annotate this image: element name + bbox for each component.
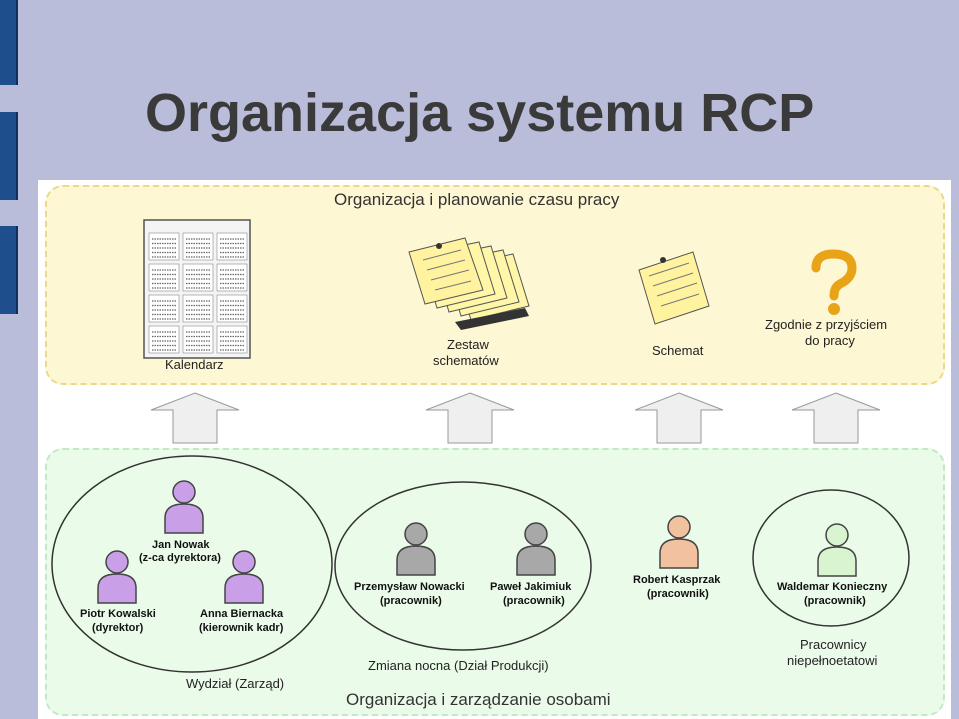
schedule-icon: [638, 251, 710, 325]
person-icon: [659, 515, 699, 569]
up-arrow-icon: [791, 392, 881, 444]
person-role: (pracownik): [380, 595, 442, 607]
person-name: Waldemar Konieczny: [777, 581, 888, 593]
person-name: Jan Nowak: [152, 539, 210, 551]
person-icon: [396, 522, 436, 576]
management-group-label: Wydział (Zarząd): [186, 676, 285, 691]
person-role: (dyrektor): [92, 622, 144, 634]
people-zone-label: Organizacja i zarządzanie osobami: [346, 690, 611, 709]
night-shift-ellipse: [334, 481, 592, 651]
person-role: (pracownik): [804, 595, 866, 607]
person-role: (z-ca dyrektora): [139, 552, 221, 564]
up-arrow-icon: [150, 392, 240, 444]
person-name: Robert Kasprzak: [633, 574, 721, 586]
planning-zone-label: Organizacja i planowanie czasu pracy: [334, 190, 620, 209]
schedule-label: Schemat: [652, 343, 704, 358]
schedule-set-icon: [408, 237, 530, 330]
person-icon: [224, 550, 264, 604]
person-name: Przemysław Nowacki: [354, 581, 465, 593]
person-role: (pracownik): [647, 588, 709, 600]
calendar-label: Kalendarz: [165, 357, 224, 372]
management-ellipse: [51, 455, 333, 673]
person-name: Anna Biernacka: [200, 608, 284, 620]
schedule-set-label-2: schematów: [433, 353, 499, 368]
up-arrow-icon: [634, 392, 724, 444]
group-ellipses: [51, 455, 910, 673]
side-bar-1: [0, 0, 18, 85]
question-mark-icon: [811, 249, 857, 315]
night-shift-group-label: Zmiana nocna (Dział Produkcji): [368, 658, 549, 673]
person-icon: [817, 523, 857, 577]
according-label-2: do pracy: [805, 333, 855, 348]
page-title: Organizacja systemu RCP: [145, 83, 815, 143]
up-arrow-icon: [425, 392, 515, 444]
person-name: Piotr Kowalski: [80, 608, 156, 620]
schedule-set-label-1: Zestaw: [447, 337, 489, 352]
person-icon: [164, 480, 204, 534]
person-icon: [97, 550, 137, 604]
part-time-group-label-1: Pracownicy: [800, 637, 867, 652]
person-role: (kierownik kadr): [199, 622, 284, 634]
person-icon: [516, 522, 556, 576]
side-bar-2: [0, 112, 18, 200]
person-role: (pracownik): [503, 595, 565, 607]
part-time-group-label-2: niepełnoetatowi: [787, 653, 878, 668]
side-bar-3: [0, 226, 18, 314]
calendar-icon: [143, 219, 251, 359]
person-name: Paweł Jakimiuk: [490, 581, 572, 593]
according-label-1: Zgodnie z przyjściem: [765, 317, 888, 332]
part-time-ellipse: [752, 489, 910, 627]
